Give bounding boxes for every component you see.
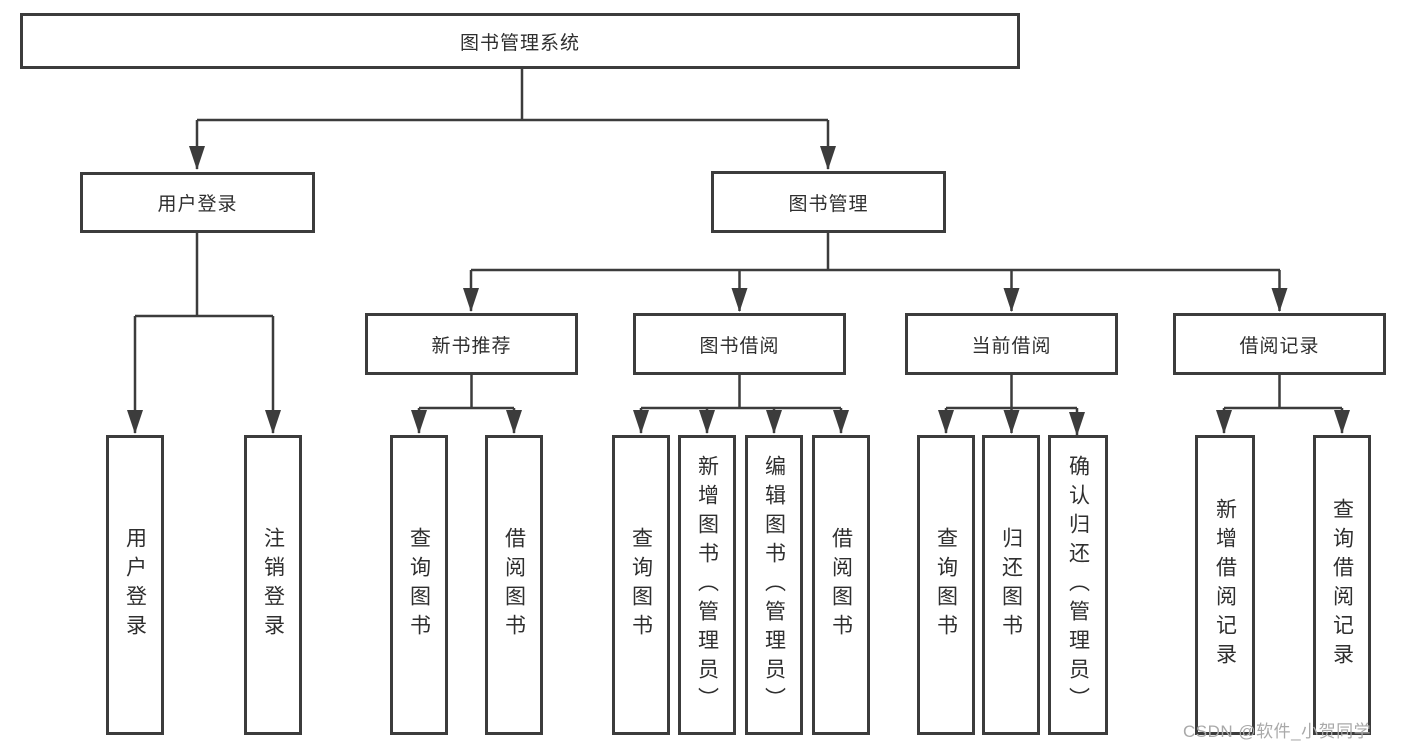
leaf-cb-confirm-return-admin: 确认归还（管理员）	[1048, 435, 1108, 735]
watermark: CSDN @软件_小贺同学	[1183, 722, 1372, 741]
leaf-nbr-query-books: 查询图书	[390, 435, 448, 735]
node-label: 查询借阅记录	[1330, 498, 1354, 672]
leaf-nbr-borrow-books: 借阅图书	[485, 435, 543, 735]
node-label: 查询图书	[407, 527, 431, 643]
node-book-borrowing: 图书借阅	[633, 313, 846, 375]
node-label: 图书管理	[788, 193, 869, 215]
node-new-book-recommendation: 新书推荐	[365, 313, 578, 375]
wire-records-drop	[1224, 373, 1342, 410]
leaf-logout: 注销登录	[244, 435, 302, 735]
leaf-bb-borrow-books: 借阅图书	[812, 435, 870, 735]
node-label: 用户登录	[157, 194, 238, 215]
leaf-br-add-record: 新增借阅记录	[1195, 435, 1255, 735]
node-label: 新书推荐	[431, 335, 512, 357]
node-label: 图书管理系统	[459, 32, 580, 54]
node-label: 归还图书	[999, 527, 1023, 643]
node-label: 图书借阅	[699, 335, 780, 357]
leaf-bb-add-books-admin: 新增图书（管理员）	[678, 435, 736, 735]
node-label: 注销登录	[261, 527, 285, 643]
node-label: 当前借阅	[971, 335, 1052, 357]
node-borrowing-records: 借阅记录	[1173, 313, 1386, 375]
node-label: 借阅图书	[829, 527, 853, 643]
leaf-user-login: 用户登录	[106, 435, 164, 735]
node-label: 用户登录	[123, 527, 147, 643]
node-book-management: 图书管理	[711, 171, 946, 233]
leaf-bb-query-books: 查询图书	[612, 435, 670, 735]
leaf-cb-query-books: 查询图书	[917, 435, 975, 735]
node-label: 确认归还（管理员）	[1066, 454, 1090, 716]
node-label: 借阅图书	[502, 527, 526, 643]
leaf-bb-edit-books-admin: 编辑图书（管理员）	[745, 435, 803, 735]
leaf-cb-return-books: 归还图书	[982, 435, 1040, 735]
wire-root-drop	[197, 68, 828, 122]
node-library-system: 图书管理系统	[20, 13, 1020, 69]
node-label: 新增图书（管理员）	[695, 454, 719, 716]
wire-newbook-drop	[419, 373, 514, 410]
node-label: 新增借阅记录	[1213, 498, 1237, 672]
node-label: 查询图书	[934, 527, 958, 643]
node-current-borrowing: 当前借阅	[905, 313, 1118, 375]
wire-current-drop	[946, 373, 1077, 410]
wire-bookmgmt-drop	[471, 233, 1280, 272]
node-label: 查询图书	[629, 527, 653, 643]
node-label: 编辑图书（管理员）	[762, 454, 786, 716]
node-label: 借阅记录	[1239, 335, 1320, 357]
wire-borrowing-drop	[641, 373, 841, 410]
wire-userlogin-drop	[135, 233, 273, 318]
leaf-br-query-record: 查询借阅记录	[1313, 435, 1371, 735]
node-user-login: 用户登录	[80, 172, 315, 233]
